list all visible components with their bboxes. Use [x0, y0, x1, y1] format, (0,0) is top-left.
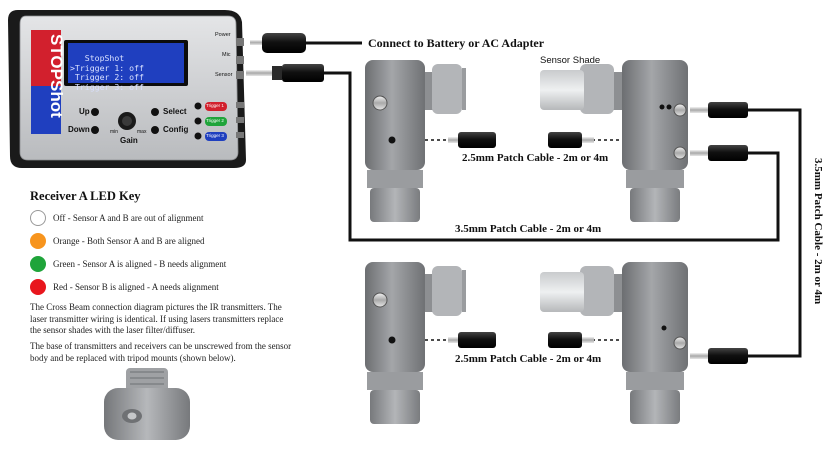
sensor-shade-label: Sensor Shade — [540, 55, 601, 66]
vertical-cable-3.5mm — [748, 108, 802, 358]
select-button — [151, 108, 159, 116]
mic-port-label: Mic — [222, 52, 231, 58]
sensor-bottom-right — [540, 262, 688, 424]
sensor-top-left — [365, 60, 466, 222]
trigger-3-button — [205, 132, 227, 141]
config-label: Config — [163, 125, 189, 134]
sensor-top-right — [540, 60, 688, 222]
note-line: body and be replaced with tripod mounts … — [30, 352, 236, 363]
right-side-plugs — [690, 102, 748, 364]
led-off-icon — [30, 210, 46, 226]
power-plug — [250, 33, 306, 53]
lcd-line-1: StopShot — [70, 53, 125, 64]
lcd-text: StopShot>Trigger 1: off Trigger 2: off T… — [70, 45, 182, 101]
notes-paragraph-1: The Cross Beam connection diagram pictur… — [30, 302, 330, 337]
patch-plugs-top — [448, 132, 594, 148]
trigger-1-label: Trigger 1 — [206, 103, 224, 108]
note-line: The Cross Beam connection diagram pictur… — [30, 302, 282, 312]
patch-25-top-label: 2.5mm Patch Cable - 2m or 4m — [462, 152, 609, 164]
tripod-mount-image — [104, 368, 190, 440]
led-orange-icon — [30, 233, 46, 249]
led-green-icon — [30, 256, 46, 272]
sensor-cable-3.5mm — [324, 71, 780, 242]
patch-35-vertical-label: 3.5mm Patch Cable - 2m or 4m — [812, 158, 824, 305]
connect-power-label: Connect to Battery or AC Adapter — [368, 36, 545, 50]
trigger-2-button — [205, 117, 227, 126]
lcd-line-4: Trigger 3: off — [70, 81, 144, 92]
lcd-line-2: >Trigger 1: off — [70, 62, 144, 73]
max-label: max — [137, 129, 147, 135]
trigger-3-label: Trigger 3 — [206, 133, 224, 138]
patch-plugs-bottom — [448, 332, 594, 348]
up-button — [91, 108, 99, 116]
led-key-item: Off - Sensor A and B are out of alignmen… — [30, 209, 204, 227]
up-label: Up — [79, 107, 90, 116]
note-line: The base of transmitters and receivers c… — [30, 341, 292, 351]
gain-label: Gain — [120, 136, 138, 145]
led-key-item: Red - Sensor B is aligned - A needs alig… — [30, 278, 219, 296]
led-key-item: Green - Sensor A is aligned - B needs al… — [30, 255, 226, 273]
lcd-screen — [68, 43, 184, 83]
led-key-title: Receiver A LED Key — [30, 189, 141, 203]
trigger-2-label: Trigger 2 — [206, 118, 224, 123]
sensor-port-label: Sensor — [215, 72, 233, 78]
sensor-bottom-left — [365, 262, 466, 424]
patch-25-bottom-label: 2.5mm Patch Cable - 2m or 4m — [455, 353, 602, 365]
led-key-text: Orange - Both Sensor A and B are aligned — [53, 236, 205, 246]
min-label: min — [110, 129, 119, 135]
led-key-item: Orange - Both Sensor A and B are aligned — [30, 232, 204, 250]
down-label: Down — [68, 125, 90, 134]
power-port-label: Power — [215, 32, 231, 38]
lcd-line-3: Trigger 2: off — [70, 72, 144, 83]
led-key-text: Green - Sensor A is aligned - B needs al… — [53, 259, 227, 269]
led-key-text: Red - Sensor B is aligned - A needs alig… — [53, 282, 219, 292]
trigger-1-button — [205, 102, 227, 111]
led-key-text: Off - Sensor A and B are out of alignmen… — [53, 213, 204, 223]
stopshot-device: STOPShot — [8, 10, 246, 168]
note-line: laser transmitter wiring is identical. I… — [30, 313, 284, 324]
notes-paragraph-2: The base of transmitters and receivers c… — [30, 341, 330, 364]
led-red-icon — [30, 279, 46, 295]
patch-35-mid-label: 3.5mm Patch Cable - 2m or 4m — [455, 223, 602, 235]
sensor-plug — [246, 64, 324, 82]
down-button — [91, 126, 99, 134]
note-line: the sensor shades with the laser filter/… — [30, 325, 196, 335]
config-button — [151, 126, 159, 134]
sensor-shade — [540, 70, 584, 110]
brand-logo: STOPShot — [47, 34, 66, 118]
select-label: Select — [163, 107, 187, 116]
